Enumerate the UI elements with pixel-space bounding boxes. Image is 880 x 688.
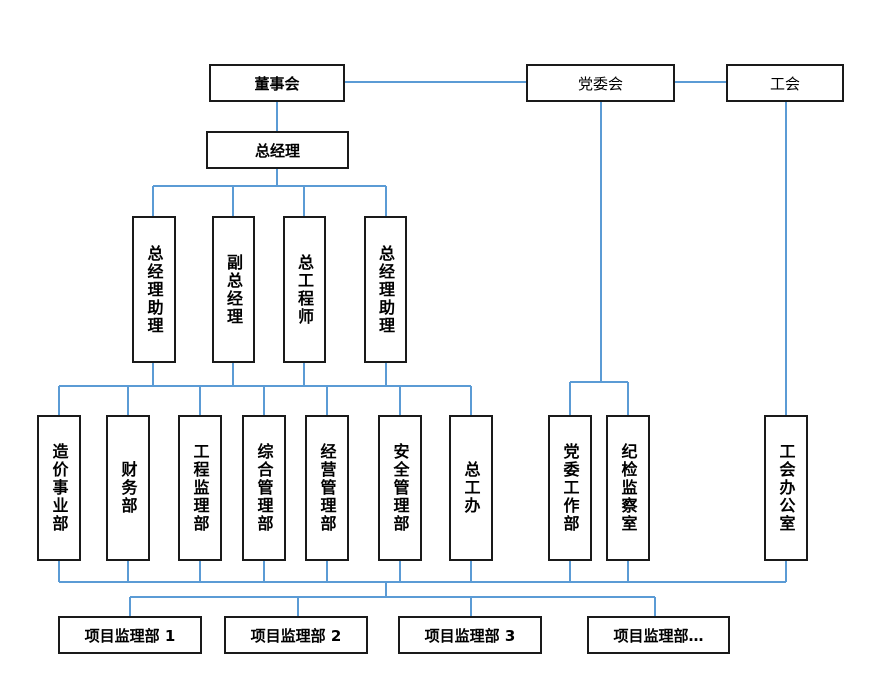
party-committee-label: 党委会 [577,74,623,93]
party-committee-box: 党委会 [526,64,675,102]
dept-label: 工会办公室 [776,443,796,533]
dept-label: 安全管理部 [390,443,410,533]
project-label: 项目监理部… [613,626,704,645]
exec-deputy-gm: 副总经理 [212,216,255,363]
dept-party-work: 党委工作部 [548,415,592,561]
general-manager-box: 总经理 [206,131,349,169]
dept-label: 造价事业部 [49,443,69,533]
dept-label: 纪检监察室 [618,443,638,533]
dept-engineering-supervision: 工程监理部 [178,415,222,561]
dept-label: 财务部 [118,461,138,515]
exec-label: 总经理助理 [144,244,164,335]
dept-safety-management: 安全管理部 [378,415,422,561]
project-office-more: 项目监理部… [587,616,730,654]
dept-business-management: 经营管理部 [305,415,349,561]
exec-chief-engineer: 总工程师 [283,216,326,363]
dept-label: 经营管理部 [317,443,337,533]
dept-general-management: 综合管理部 [242,415,286,561]
project-label: 项目监理部 2 [250,626,342,645]
exec-label: 副总经理 [224,253,243,326]
project-office-2: 项目监理部 2 [224,616,368,654]
dept-label: 总工办 [461,461,481,515]
exec-assistant-gm-2: 总经理助理 [364,216,407,363]
dept-chief-engineer-office: 总工办 [449,415,493,561]
general-manager-label: 总经理 [254,141,300,160]
dept-label: 党委工作部 [560,443,580,533]
exec-assistant-gm-1: 总经理助理 [132,216,176,363]
union-box: 工会 [726,64,844,102]
dept-union-office: 工会办公室 [764,415,808,561]
project-label: 项目监理部 3 [424,626,516,645]
dept-label: 工程监理部 [190,443,210,533]
project-label: 项目监理部 1 [84,626,176,645]
exec-label: 总经理助理 [376,244,395,335]
board-label: 董事会 [254,74,300,93]
dept-label: 综合管理部 [254,443,274,533]
exec-label: 总工程师 [295,253,314,326]
union-label: 工会 [769,74,800,93]
dept-cost-division: 造价事业部 [37,415,81,561]
board-box: 董事会 [209,64,345,102]
dept-finance: 财务部 [106,415,150,561]
project-office-1: 项目监理部 1 [58,616,202,654]
project-office-3: 项目监理部 3 [398,616,542,654]
dept-discipline-inspection: 纪检监察室 [606,415,650,561]
